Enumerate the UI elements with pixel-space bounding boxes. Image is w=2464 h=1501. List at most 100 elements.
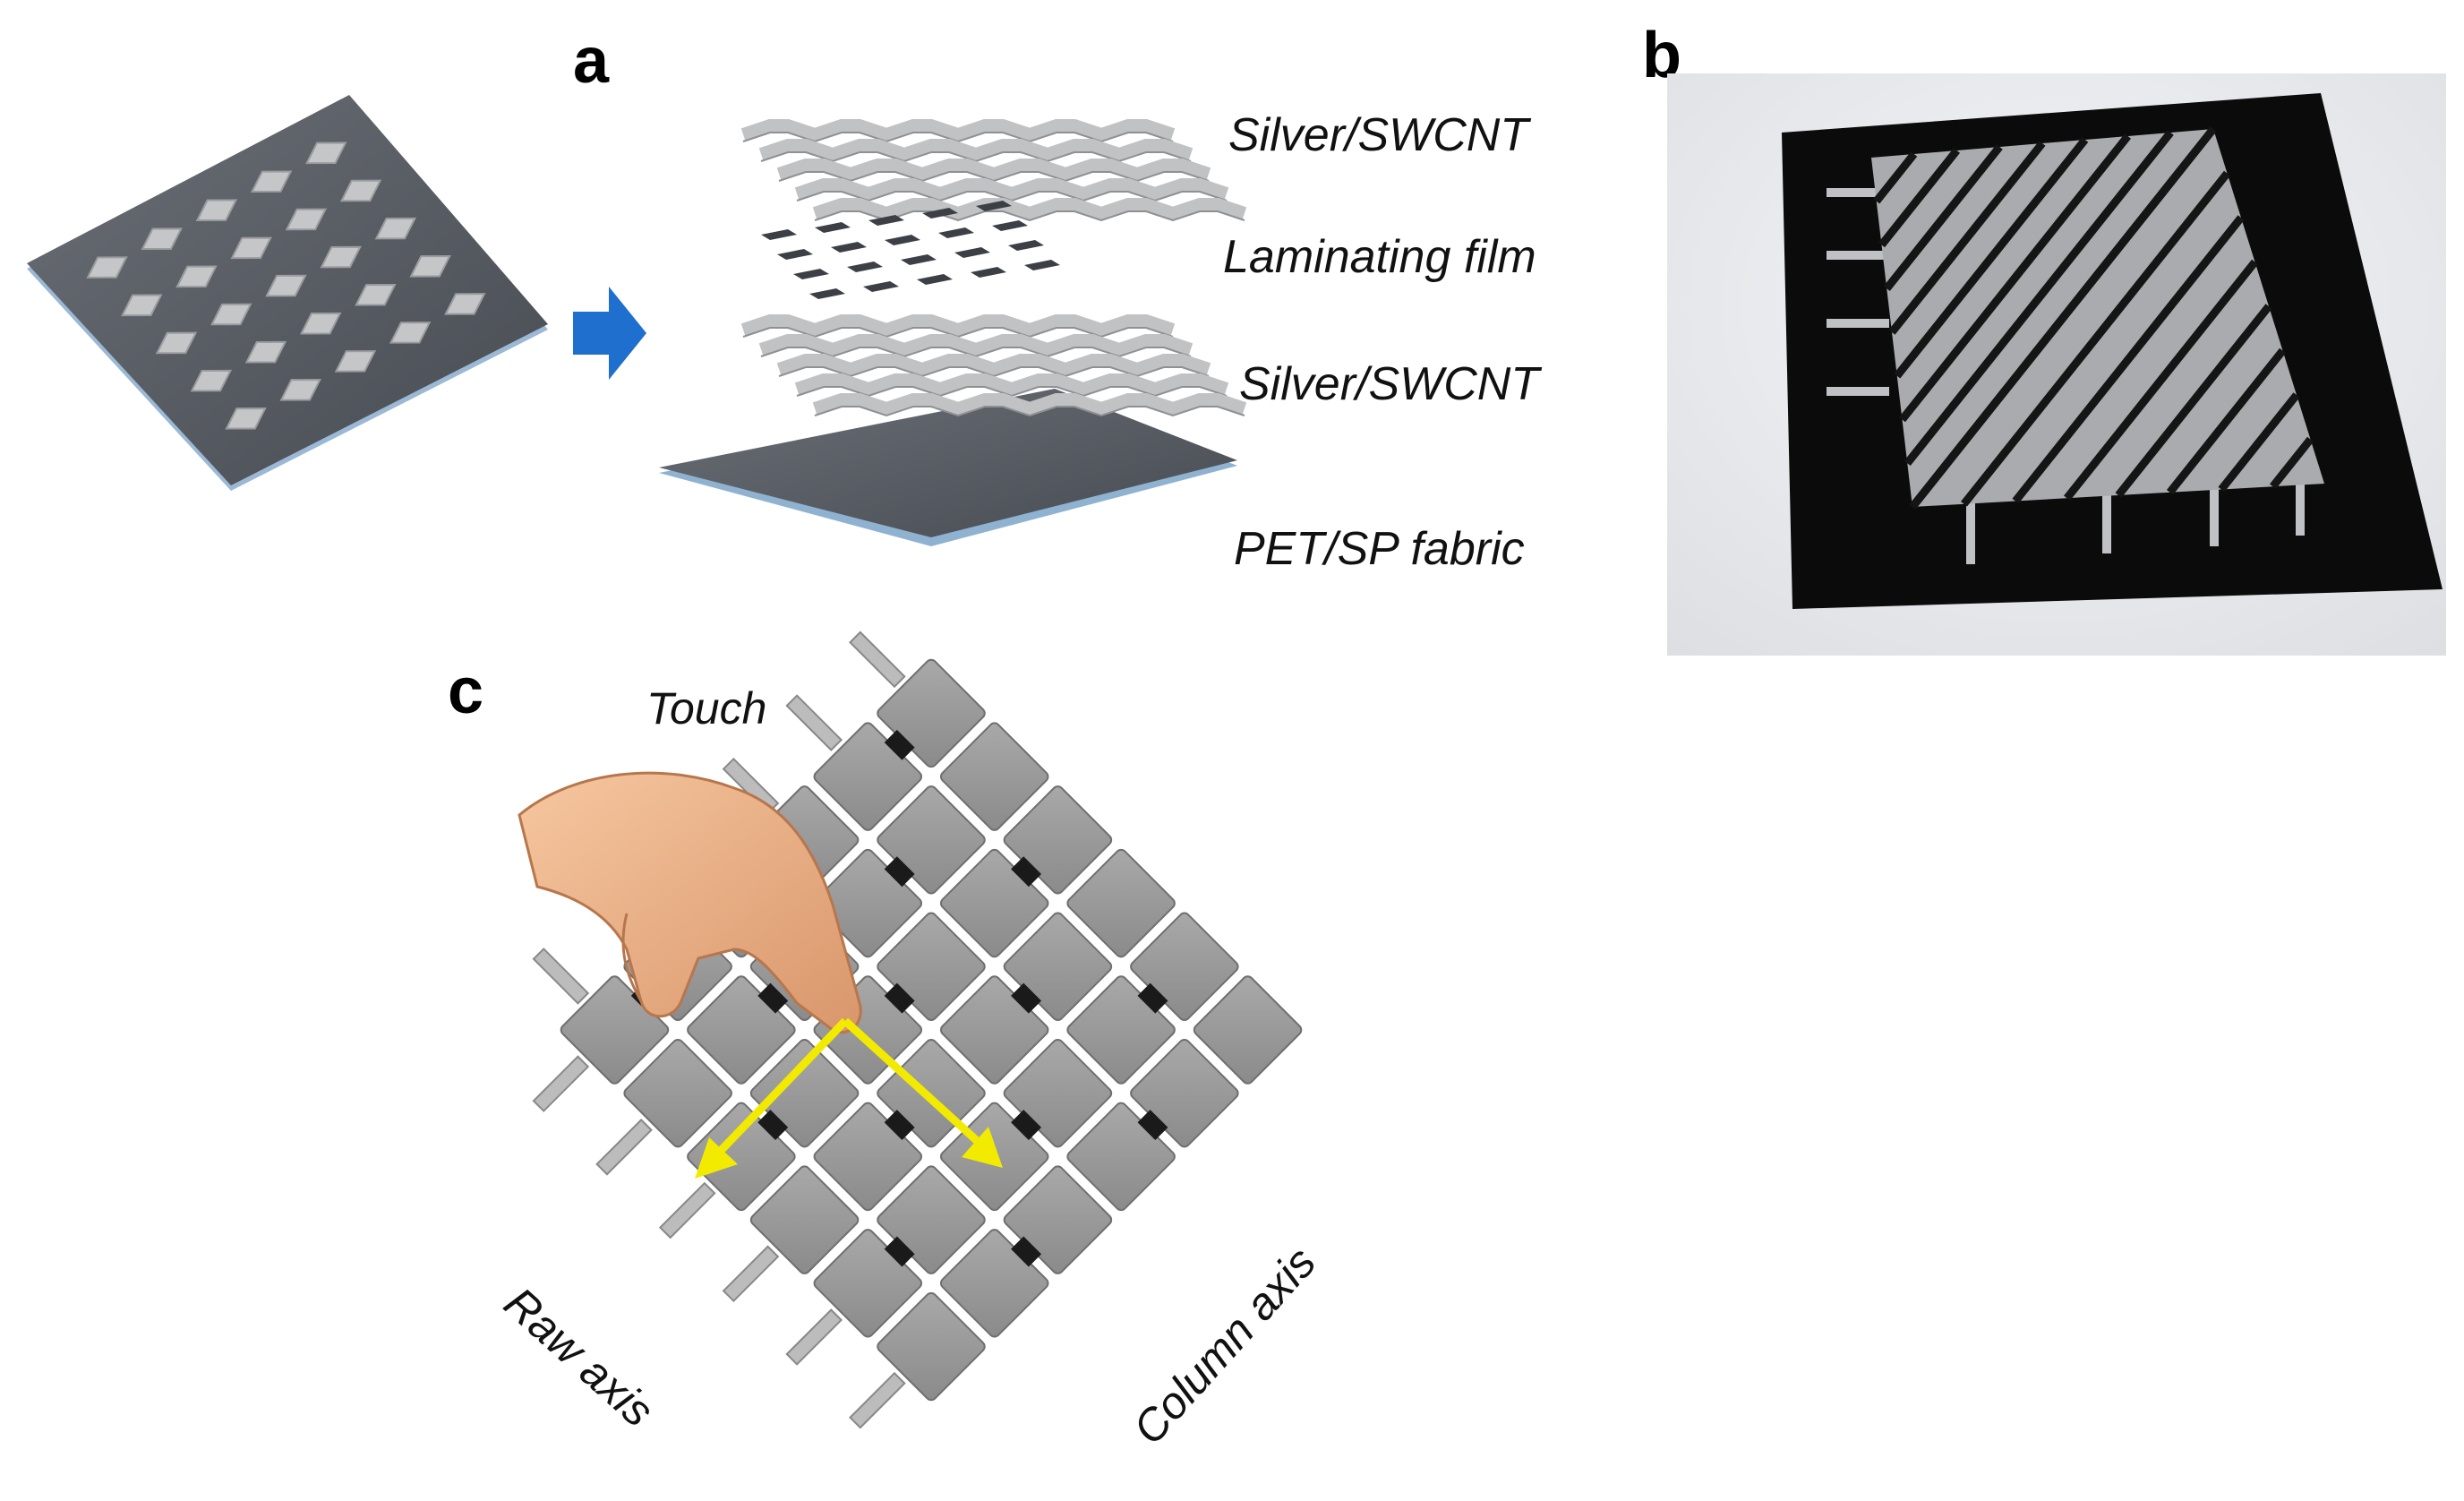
top-electrode-strip — [740, 119, 1176, 142]
laminating-patch — [976, 201, 1012, 211]
electrode-diamond — [250, 170, 293, 193]
row-axis-label: Raw axis — [495, 1278, 663, 1437]
photo-grid-line — [2063, 259, 2259, 502]
photo-grid-line — [1888, 141, 2046, 335]
sensor-lead-column — [658, 1181, 716, 1239]
top-electrode-strip — [776, 159, 1211, 181]
electrode-diamond — [141, 227, 183, 250]
electrode-diamond — [155, 331, 198, 355]
touch-hand-icon — [518, 771, 862, 1034]
electrode-diamond — [230, 236, 272, 260]
laminating-patch — [793, 269, 829, 279]
sensor-lead-column — [722, 1245, 780, 1303]
top-electrode-layer — [740, 119, 1247, 222]
top-electrode-strip — [794, 178, 1229, 201]
sensor-lead-column — [595, 1118, 653, 1176]
electrode-diamond — [86, 256, 128, 279]
photo-grid-line — [1904, 130, 2174, 467]
laminating-patch — [971, 267, 1006, 278]
photo-grid-line — [1883, 144, 2003, 292]
bottom-electrode-strip — [776, 354, 1211, 376]
photo-grid-line — [2012, 215, 2245, 504]
photo-lead-bottom — [1966, 502, 1975, 564]
bottom-electrode-strip — [794, 373, 1229, 396]
sensor-pad — [1193, 975, 1303, 1085]
photo-leads — [1827, 188, 2305, 564]
sensor-junction — [884, 1236, 915, 1267]
laminating-patch — [901, 254, 937, 265]
electrode-diamond — [225, 407, 267, 430]
touch-vectors — [695, 1017, 1003, 1179]
photo-lead-left — [1827, 319, 1889, 328]
sensor-junction — [1137, 982, 1168, 1014]
sensor-pad — [1066, 848, 1176, 958]
sensor-pad — [877, 1291, 986, 1402]
touch-label: Touch — [646, 683, 766, 733]
electrode-diamond — [175, 265, 218, 288]
bottom-electrode-strip — [758, 334, 1194, 356]
sensor-pad — [939, 722, 1049, 831]
laminating-patch — [847, 262, 883, 272]
electrode-diamond — [195, 199, 238, 222]
sensor-lead-row — [532, 948, 590, 1005]
laminating-patch — [868, 215, 904, 226]
layer-label-fabric: PET/SP fabric — [1234, 523, 1525, 575]
photo-grid-line — [1909, 126, 2217, 510]
panel-b: b — [1642, 20, 2446, 656]
photo-grid-line — [1898, 133, 2132, 423]
sensor-junction — [884, 856, 915, 888]
photo-lead-left — [1827, 188, 1889, 197]
photo-lead-bottom — [2296, 473, 2305, 536]
laminating-patch — [922, 208, 958, 219]
electrode-diamond — [210, 303, 252, 326]
photo-grid-line — [1960, 170, 2231, 507]
laminating-patch — [761, 229, 797, 240]
bottom-electrode-strip — [812, 393, 1247, 416]
sensor-pad — [623, 1038, 732, 1148]
photo-lead-bottom — [2210, 484, 2219, 546]
sensor-junction — [1011, 1236, 1042, 1267]
laminating-patch — [885, 235, 920, 245]
laminating-patch — [815, 222, 851, 233]
sensor-junction — [884, 729, 915, 760]
photo-lead-bottom — [2102, 491, 2111, 553]
photo-grid-line — [1878, 148, 1961, 248]
layer-label-bottom-electrode: Silver/SWCNT — [1239, 358, 1542, 410]
sensor-junction — [884, 982, 915, 1014]
column-axis-label: Column axis — [1124, 1237, 1326, 1454]
laminating-patch — [954, 247, 990, 258]
electrode-diamond — [409, 254, 451, 278]
electrode-diamond — [285, 208, 328, 231]
exploded-view — [659, 119, 1247, 546]
laminating-patch — [863, 281, 899, 292]
electrode-diamond — [305, 142, 347, 165]
sensor-array — [532, 630, 1303, 1429]
assembly-arrow-icon — [573, 287, 646, 380]
photo-grid-line — [1894, 137, 2089, 379]
panel-a-letter: a — [573, 25, 610, 97]
electrode-diamond — [355, 283, 397, 306]
laminating-patch — [992, 220, 1028, 231]
electrode-diamond — [320, 245, 362, 269]
sensor-junction — [757, 1110, 789, 1141]
electrode-diamond — [279, 379, 321, 401]
sensor-lead-row — [785, 694, 843, 751]
electrode-diamond — [265, 274, 307, 297]
photo-lead-left — [1827, 251, 1889, 260]
layer-label-top-electrode: Silver/SWCNT — [1228, 109, 1531, 161]
photo-grid-line — [1873, 151, 1918, 204]
laminating-patch — [1008, 240, 1044, 251]
electrode-diamond — [121, 294, 163, 317]
electrode-diamond — [244, 340, 287, 364]
assembled-sensor — [27, 95, 548, 491]
laminating-film-layer — [761, 201, 1060, 299]
electrode-diamond — [374, 217, 417, 240]
sensor-pad — [749, 1165, 860, 1274]
panel-c: c Touch Raw axis Column axis — [448, 630, 1326, 1454]
panel-a: a Silver/SWCNT Laminating film Silver/SW… — [27, 25, 1542, 575]
photo-grid-lines — [1873, 126, 2314, 510]
sensor-lead-column — [532, 1055, 590, 1112]
laminating-patch — [1024, 260, 1060, 270]
top-electrode-strip — [812, 198, 1247, 220]
